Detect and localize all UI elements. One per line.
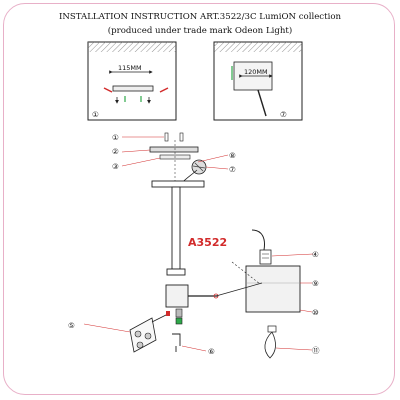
arm-rod [257, 89, 267, 117]
bulb-base [267, 325, 277, 333]
exploded-assembly [149, 132, 219, 352]
callout-3: ③ [112, 162, 119, 171]
page-frame [3, 3, 395, 395]
callout-1: ① [112, 133, 119, 142]
red-arrow-icon [159, 87, 169, 93]
lamp-arm [251, 229, 265, 251]
callout-9: ⑨ [312, 279, 319, 288]
screw [179, 132, 184, 142]
stem [171, 186, 181, 270]
leader-11 [275, 347, 313, 351]
leader-8 [197, 154, 229, 163]
screw-head [134, 330, 142, 338]
leader-5 [83, 323, 131, 333]
callout-2: ② [112, 147, 119, 156]
screw-head [144, 332, 152, 340]
panel-b-step: ⑦ [280, 110, 287, 119]
title-line-2: (produced under trade mark Odeon Light) [107, 26, 293, 36]
panel-a-ceiling [88, 42, 176, 52]
screw-head [136, 341, 144, 349]
bulb-socket [259, 249, 272, 265]
arm-joint [213, 293, 219, 299]
callout-6: ⑥ [208, 347, 215, 356]
panel-b-dimension: 120MM [244, 68, 268, 76]
callout-leaders [83, 136, 314, 352]
canopy-disc [151, 180, 205, 188]
panel-mount-120: 120MM ⑦ [213, 41, 303, 121]
callout-10: ⑩ [312, 308, 319, 317]
leader-2 [121, 149, 151, 153]
leader-6 [181, 345, 207, 352]
leader-4 [271, 253, 314, 257]
bolt [172, 333, 181, 352]
panel-a-border [87, 41, 177, 121]
leader-10 [299, 309, 313, 313]
hardware-plate [129, 317, 157, 353]
connector-arm [151, 313, 169, 323]
callout-11: ⑪ [312, 346, 320, 355]
panel-b-ceiling [214, 42, 302, 52]
panel-a-dimension: 115MM [118, 64, 142, 72]
leader-7 [205, 166, 229, 170]
model-label: A3522 [188, 236, 227, 249]
lamp-shade [245, 265, 301, 313]
shade-rod [215, 282, 263, 297]
mounting-plate [112, 85, 154, 92]
junction-box [165, 284, 189, 308]
panel-mount-115: 115MM ① [87, 41, 177, 121]
lamp-head: A3522 [188, 229, 301, 359]
callout-numbers: ① ② ③ ④ ⑤ ⑥ ⑦ ⑧ ⑨ ⑩ ⑪ [68, 133, 320, 356]
callout-5: ⑤ [68, 321, 75, 330]
shade-guide [231, 261, 261, 285]
screw [164, 132, 169, 142]
stem-base [166, 268, 186, 276]
panel-a-step: ① [92, 110, 99, 119]
terminal-wires [192, 162, 206, 172]
nut [175, 308, 183, 318]
hardware-cluster [129, 311, 170, 353]
title-line-1: INSTALLATION INSTRUCTION ART.3522/3C Lum… [58, 12, 342, 22]
leader-3 [121, 157, 161, 167]
callout-7: ⑦ [229, 165, 236, 174]
mounting-bracket [149, 146, 199, 153]
callout-8: ⑧ [229, 151, 236, 160]
candle-bulb [264, 331, 276, 359]
red-arrow-icon [103, 87, 113, 93]
green-part [175, 317, 183, 325]
red-marker [166, 311, 170, 316]
callout-4: ④ [312, 250, 319, 259]
